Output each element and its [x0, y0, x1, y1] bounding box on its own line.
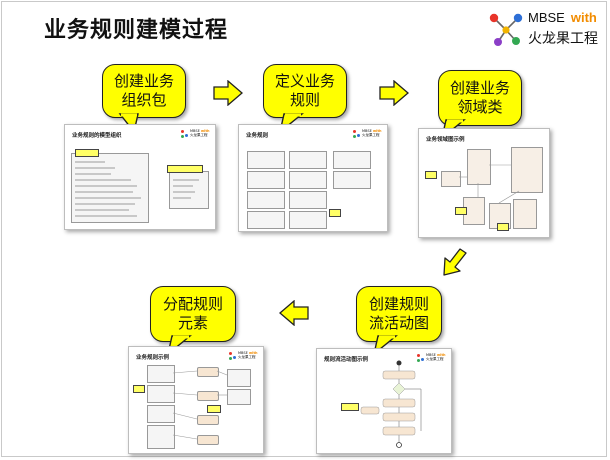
logo-molecule-icon: [489, 13, 523, 46]
step5-callout: 分配规则元素: [150, 286, 236, 342]
step3-label: 创建业务领域类: [449, 79, 510, 116]
step5-connector-lines: [172, 370, 228, 440]
step4-label: 创建规则流活动图: [368, 295, 429, 332]
step5-label: 分配规则元素: [162, 295, 223, 332]
step4-thumbnail-title: 规则流活动图示例: [324, 357, 369, 363]
arrow-right-icon: [213, 80, 243, 106]
step2-thumbnail-title: 业务规则: [246, 133, 269, 139]
step3-callout: 创建业务领域类: [438, 70, 522, 126]
step4-activity-diagram: [360, 360, 422, 448]
step1-callout: 创建业务组织包: [102, 64, 186, 118]
step3-connector-lines: [459, 164, 520, 204]
step1-thumbnail-title: 业务规则的模型组织: [72, 133, 122, 139]
page-title: 业务规则建模过程: [44, 18, 229, 43]
logo-name: 火龙果工程: [528, 31, 598, 47]
step3-thumbnail-title: 业务领域图示例: [426, 137, 465, 143]
arrow-right-icon: [379, 80, 409, 106]
step4-callout: 创建规则流活动图: [356, 286, 442, 342]
step1-label: 创建业务组织包: [113, 72, 174, 109]
step2-label: 定义业务规则: [274, 72, 335, 109]
arrow-left-icon: [279, 300, 309, 326]
arrow-down-left-icon: [443, 248, 467, 276]
logo-brand-text: MBSE with: [528, 10, 597, 25]
step5-thumbnail-title: 业务规则示例: [136, 355, 170, 361]
step2-callout: 定义业务规则: [263, 64, 347, 118]
logo-brand: MBSE: [528, 10, 565, 25]
brand-logo: MBSE with 火龙果工程: [486, 8, 606, 48]
step3-thumbnail: 业务领域图示例: [418, 128, 550, 238]
logo-with: with: [570, 10, 597, 25]
